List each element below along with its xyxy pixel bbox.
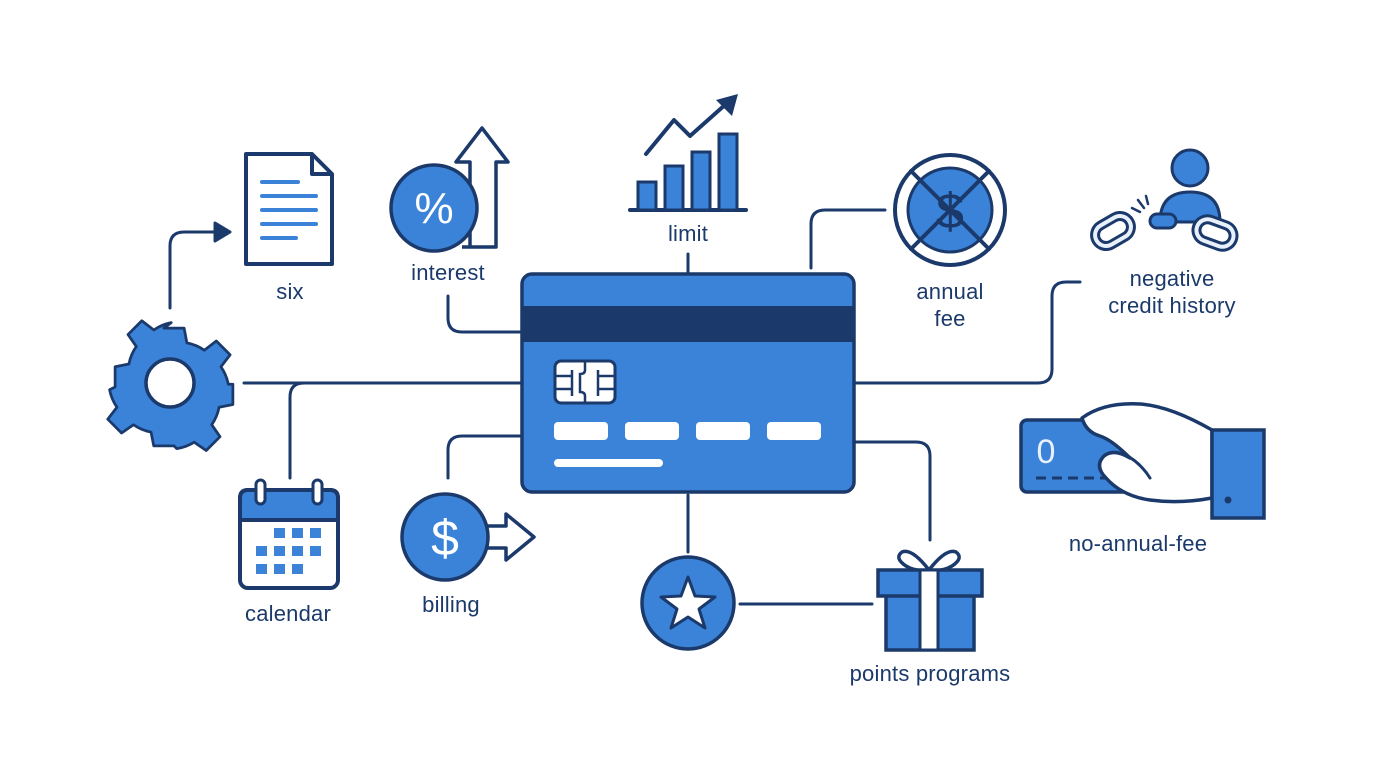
label-calendar: calendar xyxy=(245,601,331,626)
label-negative-credit-history: negative credit history xyxy=(1072,265,1272,319)
connector-points xyxy=(853,440,932,542)
calendar-icon xyxy=(238,478,340,590)
zero-glyph: 0 xyxy=(1037,433,1056,471)
label-six: six xyxy=(276,279,304,304)
connector-interest xyxy=(446,294,522,334)
percent-up-arrow-icon: % xyxy=(389,126,510,253)
connector-negative-credit xyxy=(853,280,1082,385)
no-dollar-icon: $ xyxy=(893,153,1007,267)
star-icon xyxy=(640,555,736,651)
connectors xyxy=(168,208,1082,606)
connector-billing xyxy=(446,434,522,480)
hand-holding-card-icon: 0 xyxy=(1019,402,1266,520)
dollar-arrow-icon: $ xyxy=(400,492,536,582)
connector-calendar xyxy=(288,381,306,480)
label-annual-fee-line1: annual xyxy=(916,279,984,304)
person-broken-chain-icon xyxy=(1090,148,1239,252)
label-interest: interest xyxy=(411,260,485,285)
label-billing: billing xyxy=(422,592,480,617)
label-no-annual-fee: no-annual-fee xyxy=(1068,531,1208,556)
label-points-programs: points programs xyxy=(849,661,1011,686)
connector-annual-fee xyxy=(809,208,887,270)
credit-card-icon xyxy=(520,272,856,494)
document-icon xyxy=(244,152,334,266)
label-annual-fee: annual fee xyxy=(890,278,1010,332)
label-limit: limit xyxy=(667,221,709,246)
label-annual-fee-line2: fee xyxy=(934,306,966,331)
percent-glyph: % xyxy=(414,184,453,233)
label-negative-credit-history-line1: negative xyxy=(1129,266,1215,291)
connector-gear-document xyxy=(168,230,224,310)
billing-dollar-glyph: $ xyxy=(431,510,459,566)
gear-icon xyxy=(106,319,235,452)
label-negative-credit-history-line2: credit history xyxy=(1108,293,1236,318)
card-chip xyxy=(553,359,617,405)
connector-document-arrowhead xyxy=(213,221,232,243)
gift-icon xyxy=(876,549,984,652)
bar-chart-up-icon xyxy=(628,94,748,212)
